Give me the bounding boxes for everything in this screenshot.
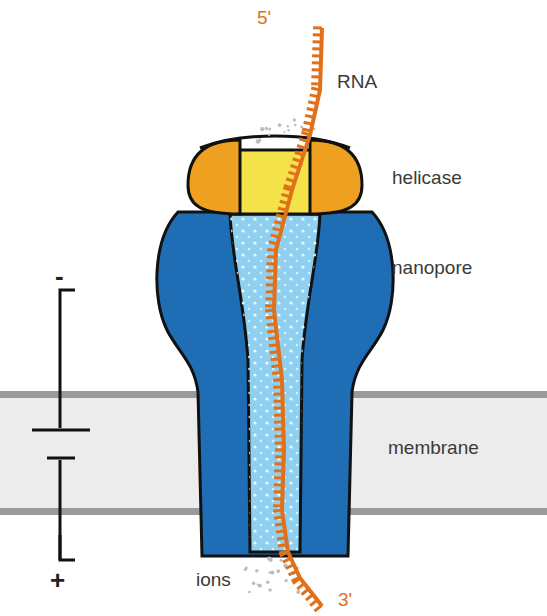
part-label: helicase xyxy=(392,168,462,189)
ion-dot xyxy=(280,559,283,562)
ion-dot xyxy=(294,124,296,126)
ion-dot xyxy=(244,568,247,571)
polarity-sign: + xyxy=(50,566,65,595)
ion-dot xyxy=(266,580,270,584)
rna-strand xyxy=(265,28,322,611)
ion-dot xyxy=(260,127,264,131)
helicase-lobe xyxy=(188,140,240,214)
ion-dot xyxy=(252,582,256,586)
ion-dot xyxy=(258,584,262,588)
ion-dot xyxy=(283,131,285,133)
ion-dot xyxy=(287,125,289,127)
helicase-lobe xyxy=(310,140,362,214)
ion-dot xyxy=(269,571,272,574)
end-label: 3' xyxy=(338,590,352,611)
end-label: 5' xyxy=(257,8,271,29)
ion-dot xyxy=(269,558,273,562)
helicase-core xyxy=(232,150,318,214)
part-label: RNA xyxy=(337,72,377,93)
rna-backbone xyxy=(274,28,322,606)
ion-dot xyxy=(268,128,271,131)
ion-dot xyxy=(293,118,296,121)
part-label: nanopore xyxy=(392,258,472,279)
part-label: membrane xyxy=(388,438,479,459)
ion-dot xyxy=(276,569,280,573)
ion-dot xyxy=(265,127,268,130)
ion-dot xyxy=(296,590,300,594)
ion-dot xyxy=(268,134,270,136)
polarity-sign: - xyxy=(55,262,64,291)
ion-dot xyxy=(256,139,260,143)
battery-symbol xyxy=(32,290,90,560)
ion-dot xyxy=(284,579,287,582)
part-label: ions xyxy=(196,570,231,591)
ion-dot xyxy=(268,588,271,591)
ion-dot xyxy=(287,129,289,131)
ion-dot xyxy=(255,569,259,573)
ion-dot xyxy=(278,123,282,127)
rna-bases xyxy=(265,28,322,611)
ion-dot xyxy=(248,591,251,594)
helicase-top xyxy=(200,136,350,148)
